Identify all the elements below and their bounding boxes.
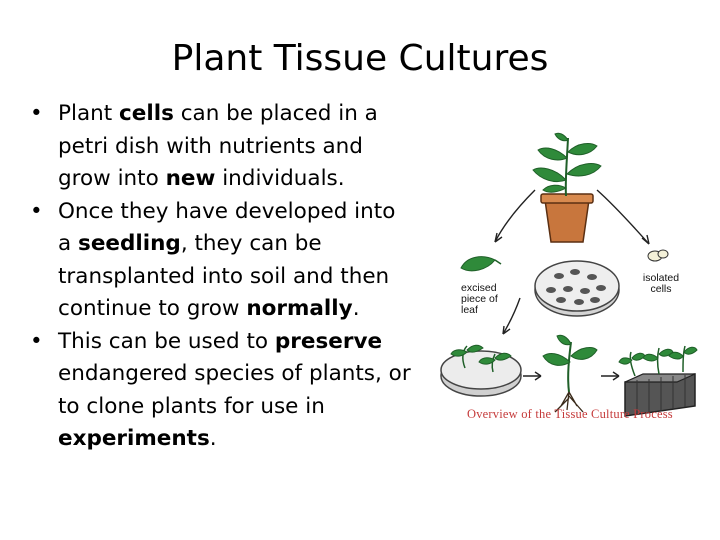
bullet-item: • Plant cells can be placed in a petri di…: [30, 98, 415, 196]
bullet-text: .: [352, 296, 360, 321]
bullet-text: .: [209, 426, 217, 451]
bullet-item: • This can be used to preserve endangered…: [30, 326, 415, 456]
isolated-cells-illustration: [647, 249, 669, 262]
bullet-marker: •: [30, 328, 43, 354]
bullet-text: This can be used to: [58, 328, 275, 354]
tissue-culture-diagram: [440, 132, 698, 417]
bullet-text: can be placed in a petri dish with nutri…: [58, 101, 378, 191]
bullet-text: individuals.: [215, 166, 345, 191]
arrow-to-tray: [601, 371, 620, 381]
bullet-emphasis: normally: [246, 296, 353, 321]
process-arrows: [494, 189, 650, 335]
bullet-emphasis: new: [165, 166, 216, 191]
bullet-text: Plant: [58, 101, 120, 126]
bullet-text: Once they have developed into a: [58, 198, 396, 257]
young-plant-illustration: [542, 334, 598, 413]
bullet-emphasis: experiments: [58, 426, 210, 451]
bullet-item: • Once they have developed into a seedlin…: [30, 196, 415, 326]
arrow-to-young-plant: [523, 371, 542, 381]
label-isolated-cells: isolated cells: [642, 272, 680, 295]
seedling-tray-illustration: [618, 345, 698, 417]
bullet-marker: •: [30, 198, 43, 224]
slide-title: Plant Tissue Cultures: [171, 38, 549, 79]
bullet-emphasis: cells: [119, 101, 174, 126]
bullet-emphasis: seedling: [78, 231, 181, 256]
bullet-emphasis: preserve: [274, 328, 383, 354]
excised-leaf-illustration: [460, 256, 502, 272]
bullet-text: , they can be transplanted into soil and…: [58, 231, 390, 321]
label-excised-leaf: excised piece of leaf: [461, 282, 498, 316]
seedling-dish-illustration: [440, 344, 522, 397]
bullet-marker: •: [30, 101, 43, 126]
figure-caption: Overview of the Tissue Culture Process: [467, 407, 673, 421]
bullet-text: endangered species of plants, or to clon…: [58, 361, 411, 419]
bullet-list: • Plant cells can be placed in a petri di…: [30, 98, 415, 456]
petri-dish-illustration: [534, 260, 620, 317]
potted-plant-illustration: [532, 132, 602, 243]
